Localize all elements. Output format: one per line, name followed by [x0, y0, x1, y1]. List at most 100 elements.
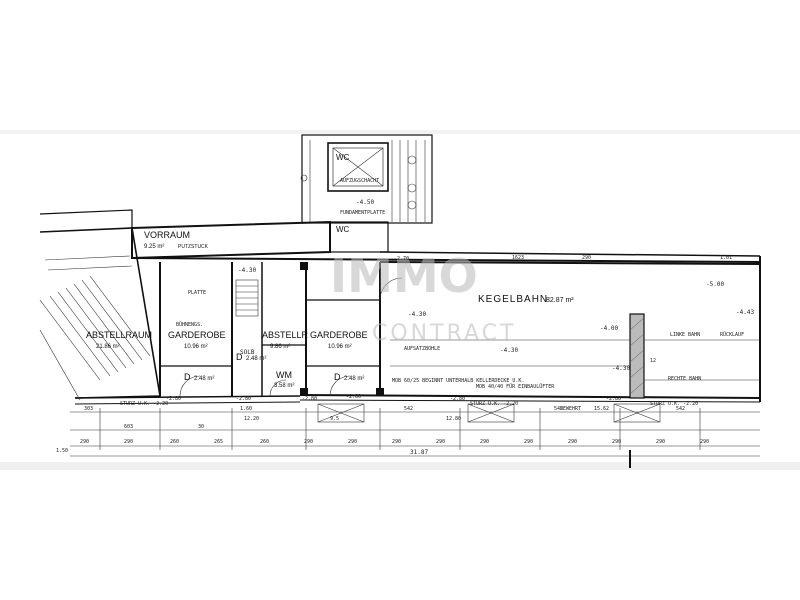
- dim-row2-9: 290: [436, 439, 445, 445]
- level-markers: -2.80 -2.80 -2.80 -2.80 -2.80 -4.30 -4.3…: [166, 199, 754, 402]
- level-1: -2.80: [166, 396, 181, 402]
- dim-row1-5: 542: [404, 406, 413, 412]
- dim-row1-6: 542: [554, 406, 563, 412]
- level-12: -2.60: [346, 394, 361, 400]
- note-kellerdecke: MOB 60/25 BEGINNT UNTERHALB KELLERDECKE …: [392, 378, 524, 384]
- dim-total: 31.87: [410, 449, 428, 456]
- elevator-block: [300, 134, 433, 253]
- room-name-wc-1: WC: [336, 153, 350, 162]
- dim-top-1: 1623: [512, 255, 524, 261]
- plan-notes: BÜHNENGS. SOLB AUFZUGSCHACHT FUNDAMENTPL…: [120, 178, 744, 412]
- dim-row2-2: 290: [124, 439, 133, 445]
- dim-top-3: 12: [650, 358, 656, 364]
- room-area-garderobe-2: 10.96 m²: [328, 344, 352, 350]
- scan-edge-top: [0, 130, 800, 134]
- watermark-main: IMMO: [330, 249, 478, 303]
- note-rechte-bahn: RECHTE BAHN: [668, 376, 701, 382]
- dim-row2-4: 265: [214, 439, 223, 445]
- left-wing: [39, 209, 161, 401]
- column-2: [300, 388, 308, 396]
- dim-row2-3: 260: [170, 439, 179, 445]
- note-aufzugschacht: AUFZUGSCHACHT: [340, 178, 379, 184]
- room-name-wm: WM: [276, 370, 292, 380]
- scan-edge-bottom: [0, 462, 800, 470]
- dimension-texts: 1623 290 12 1.01 303 603 30 1.60 542 542…: [56, 255, 732, 456]
- note-aufsatzbohle: AUFSATZBOHLE: [404, 346, 440, 352]
- level-2: -2.80: [236, 396, 251, 402]
- dim-sub-1: 12.20: [244, 416, 259, 422]
- note-mob: MOB 40/40 FÜR EINBAULÜFTER: [476, 383, 555, 390]
- room-name-d-1: D: [184, 372, 191, 382]
- dim-row2-6: 290: [304, 439, 313, 445]
- column-1: [300, 262, 308, 270]
- building-outline: [74, 220, 761, 423]
- dim-sub-3: 12.80: [446, 416, 461, 422]
- room-name-garderobe-2: GARDEROBE: [310, 330, 368, 340]
- dim-row2-1: 290: [80, 439, 89, 445]
- note-sturz-1: STURZ U.K. -2.20: [120, 401, 168, 407]
- room-name-vorraum: VORRAUM: [144, 230, 190, 240]
- dim-row2-7: 290: [348, 439, 357, 445]
- room-name-abstellraum: ABSTELLRAUM: [86, 330, 152, 340]
- dim-row2-15: 290: [700, 439, 709, 445]
- room-name-d-3: D: [334, 372, 341, 382]
- level-4: -2.80: [450, 396, 465, 402]
- dim-row2-11: 290: [524, 439, 533, 445]
- dim-row1-3: 30: [198, 424, 204, 430]
- level-14: -4.30: [612, 365, 630, 372]
- room-name-d-2: D: [236, 352, 243, 362]
- dim-row1-8: 542: [676, 406, 685, 412]
- dim-row2-5: 260: [260, 439, 269, 445]
- dim-row2-8: 290: [392, 439, 401, 445]
- level-10: -4.00: [600, 325, 618, 332]
- note-ruecklauf: RÜCKLAUF: [720, 331, 744, 338]
- room-area-kegelbahn: 82.87 m²: [546, 297, 574, 304]
- room-area-d-1: 2.48 m²: [194, 376, 214, 382]
- room-area-d-2: 2.48 m²: [246, 356, 266, 362]
- note-bewehrt: BEWEHRT: [560, 406, 581, 412]
- dim-row2-10: 290: [480, 439, 489, 445]
- dim-row1-2: 603: [124, 424, 133, 430]
- room-area-vorraum: 9.25 m²: [144, 244, 164, 250]
- room-area-abstellr: 9.86 m²: [270, 344, 290, 350]
- level-15: -5.00: [706, 281, 724, 288]
- note-linke-bahn: LINKE BAHN: [670, 332, 700, 338]
- level-7: -4.30: [500, 347, 518, 354]
- dim-row2-12: 290: [568, 439, 577, 445]
- room-area-wm: 3.58 m²: [274, 383, 294, 389]
- room-area-d-3: 2.48 m²: [344, 376, 364, 382]
- room-note-vorraum: PUTZSTUCK: [178, 244, 209, 250]
- dim-top-2: 290: [582, 255, 591, 261]
- dim-row1-4: 1.60: [240, 406, 252, 412]
- dim-row2-13: 290: [612, 439, 621, 445]
- dim-row1-1: 303: [84, 406, 93, 412]
- note-fundament: FUNDAMENTPLATTE: [340, 210, 385, 216]
- dim-row1-7: 15.62: [594, 406, 609, 412]
- level-11: -4.43: [736, 309, 754, 316]
- dim-sub-2: 9.5: [330, 416, 339, 422]
- watermark-sub: CONTRACT: [372, 321, 516, 346]
- level-6: -4.30: [408, 311, 426, 318]
- dimension-lines: [70, 408, 760, 468]
- column-3: [376, 388, 384, 396]
- level-3: -2.80: [302, 396, 317, 402]
- level-13: -2.70: [394, 256, 409, 262]
- dim-sub-4: 1.50: [56, 448, 68, 454]
- note-buhne: BÜHNENGS.: [176, 321, 203, 328]
- note-solb: SOLB: [240, 349, 255, 356]
- level-8: -4.30: [238, 267, 256, 274]
- level-9: -4.50: [356, 199, 374, 206]
- room-name-kegelbahn: KEGELBAHN: [478, 294, 548, 305]
- note-sturz-2: STURZ U.K. -2.20: [470, 401, 518, 407]
- room-name-abstellr: ABSTELLR: [262, 330, 309, 340]
- room-area-garderobe-1: 10.96 m²: [184, 344, 208, 350]
- dim-top-4: 1.01: [720, 255, 732, 261]
- note-sturz-3: STURZ U.K. -2.20: [650, 401, 698, 407]
- room-name-wc-2: WC: [336, 225, 350, 234]
- room-labels: VORRAUM 9.25 m² PUTZSTUCK ABSTELLRAUM 21…: [86, 153, 574, 389]
- room-area-abstellraum: 21.86 m²: [96, 344, 120, 350]
- note-platte: PLATTE: [188, 290, 206, 296]
- level-5: -2.80: [606, 396, 621, 402]
